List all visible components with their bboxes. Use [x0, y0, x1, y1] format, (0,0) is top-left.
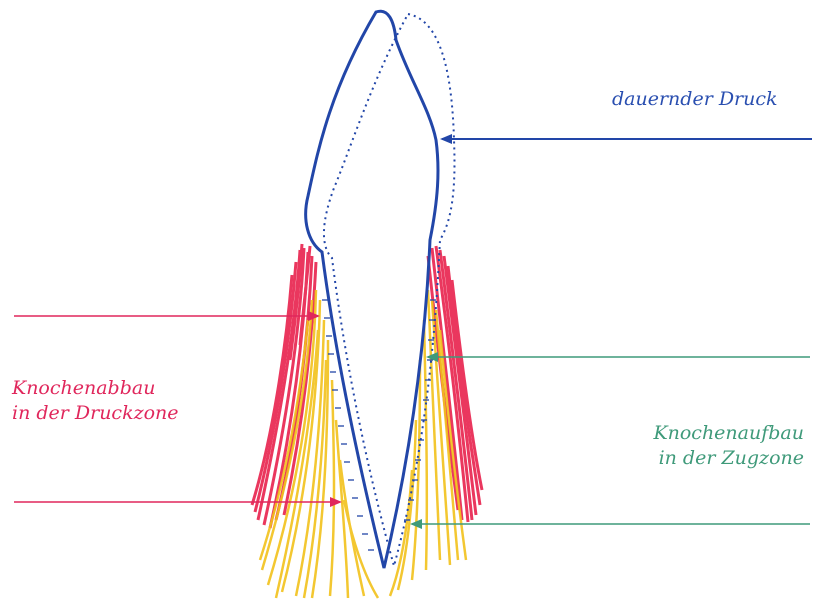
pressure-label-text: dauernder Druck — [612, 88, 778, 110]
pressure-label: dauernder Druck — [612, 87, 778, 112]
apposition-label: Knochenaufbau in der Zugzone — [600, 421, 804, 471]
apposition-label-line2: in der Zugzone — [600, 446, 804, 471]
apposition-label-line1: Knochenaufbau — [600, 421, 804, 446]
resorption-label-line1: Knochenabbau — [12, 376, 179, 401]
resorption-label-line2: in der Druckzone — [12, 401, 179, 426]
resorption-label: Knochenabbau in der Druckzone — [12, 376, 179, 426]
